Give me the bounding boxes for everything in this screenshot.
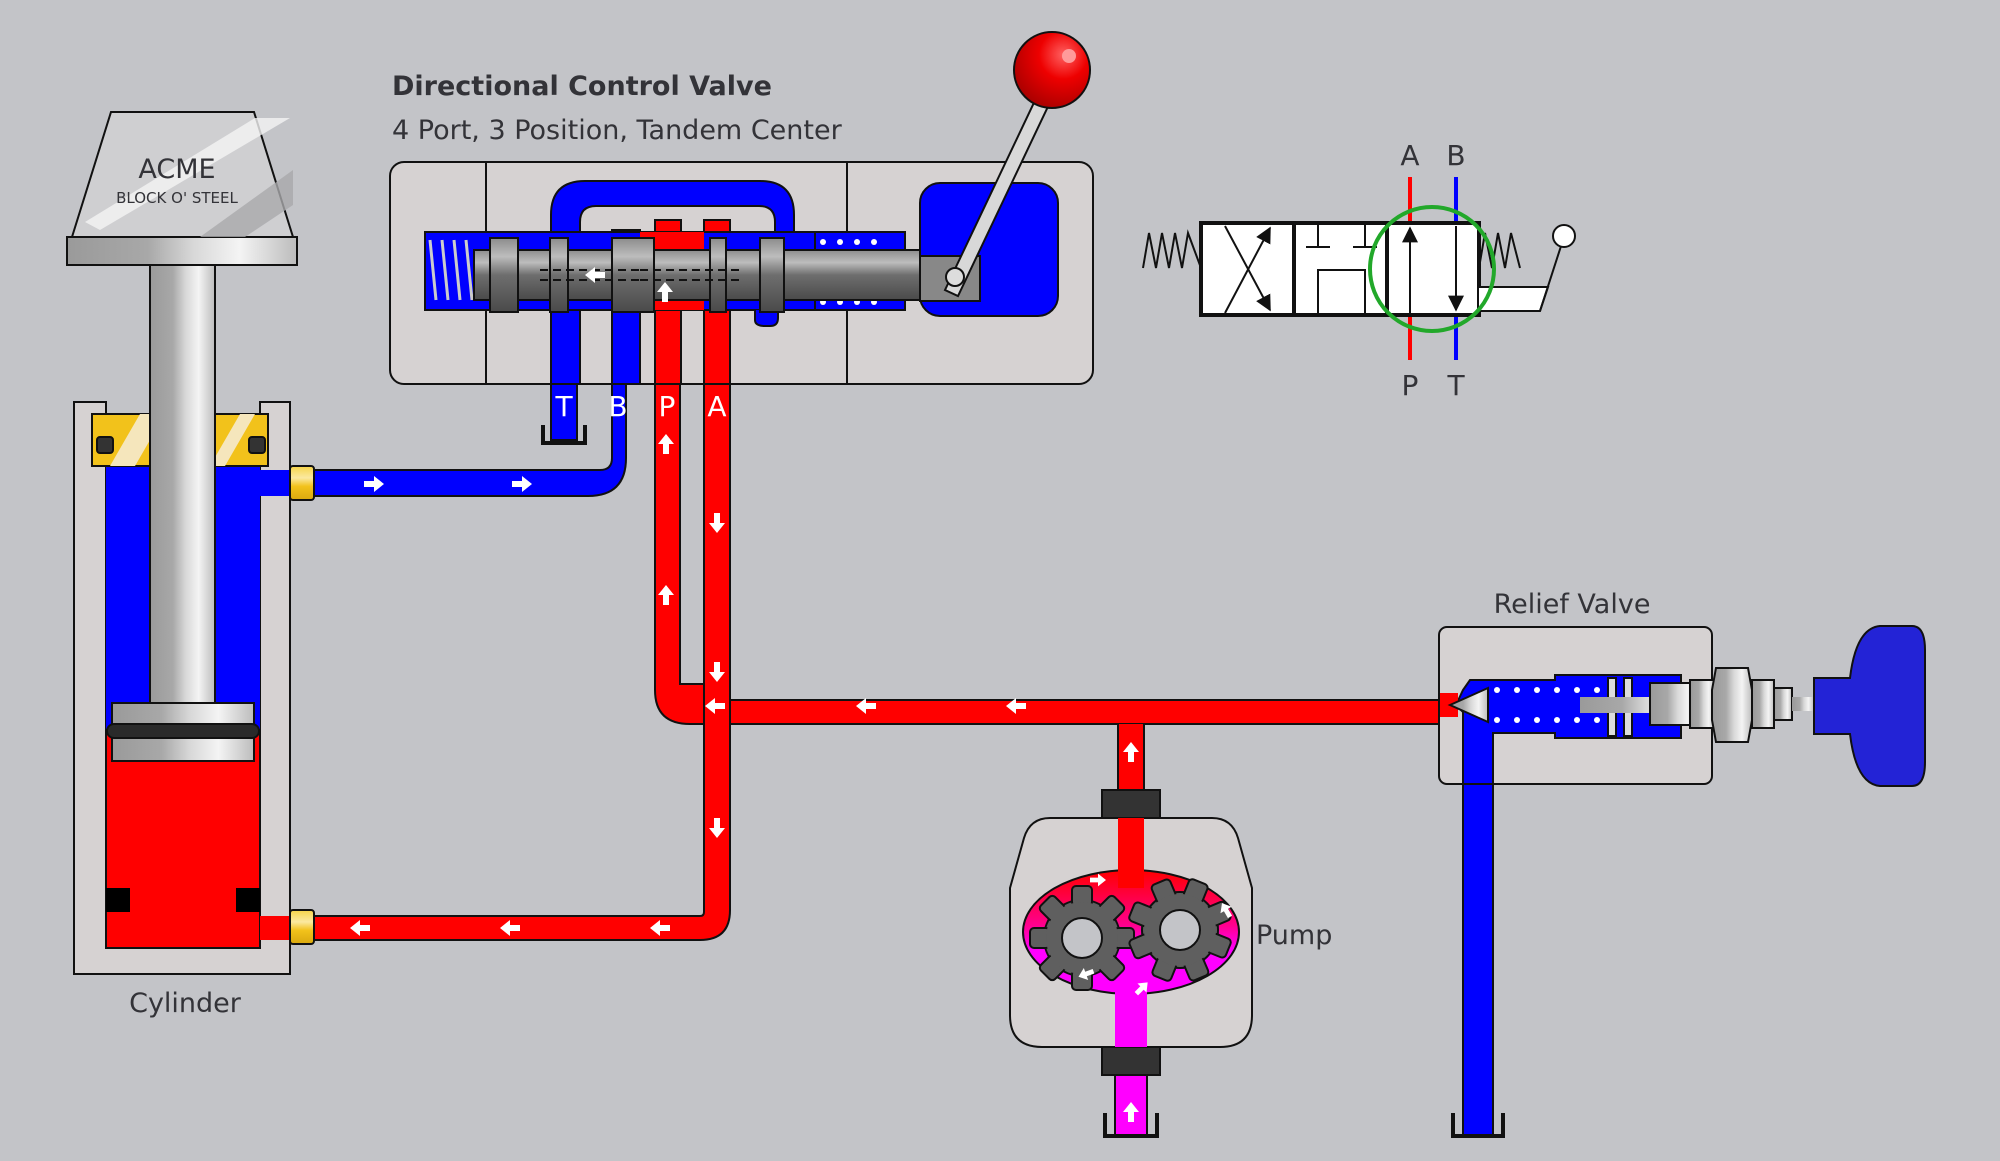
gear-pump[interactable]: Pump (1009, 789, 1332, 1076)
cylinder-port-bottom (289, 909, 315, 945)
port-label-p: P (659, 390, 676, 423)
symbol-port-b: B (1446, 139, 1465, 172)
valve-lever[interactable] (943, 31, 1091, 298)
tank-relief (1451, 1113, 1505, 1138)
relief-valve[interactable]: Relief Valve (1438, 589, 1926, 787)
lock-nut (1711, 667, 1753, 743)
tank-valve (541, 425, 587, 445)
pressure-line-p (654, 329, 1441, 725)
poppet (1447, 686, 1489, 724)
directional-control-valve[interactable]: Directional Control Valve 4 Port, 3 Posi… (389, 31, 1094, 423)
port-label-b: B (608, 390, 627, 423)
cylinder-port-top (289, 465, 315, 501)
cylinder-label: Cylinder (129, 988, 242, 1019)
valve-subtitle: 4 Port, 3 Position, Tandem Center (392, 115, 843, 146)
relief-return-line (1462, 729, 1494, 1136)
spring-left (428, 239, 474, 301)
tank-symbols (541, 425, 1505, 1138)
piston-rod (149, 264, 216, 706)
tank-pump (1103, 1113, 1159, 1138)
lever-knob[interactable] (1013, 31, 1091, 109)
spool (473, 249, 925, 301)
port-label-t: T (554, 390, 573, 423)
pump-label: Pump (1256, 920, 1332, 951)
load-caption: BLOCK O' STEEL (116, 189, 238, 207)
valve-schematic-symbol: A B P T (1142, 139, 1576, 402)
symbol-port-p: P (1402, 369, 1419, 402)
active-position-highlight (1368, 205, 1496, 333)
symbol-port-a: A (1400, 139, 1419, 172)
symbol-port-t: T (1446, 369, 1465, 402)
port-label-a: A (707, 390, 726, 423)
cap-side-chamber (105, 729, 261, 949)
load-block: ACME BLOCK O' STEEL (66, 111, 298, 266)
gear-right (1128, 878, 1232, 982)
gear-left (1029, 885, 1135, 991)
cylinder[interactable]: ACME BLOCK O' STEEL Cylinder (66, 111, 315, 1019)
valve-title: Directional Control Valve (392, 71, 772, 102)
hydraulic-lines (299, 299, 1494, 1136)
relief-label: Relief Valve (1494, 589, 1651, 620)
load-brand: ACME (138, 154, 215, 185)
adjustment-knob[interactable] (1813, 625, 1926, 787)
